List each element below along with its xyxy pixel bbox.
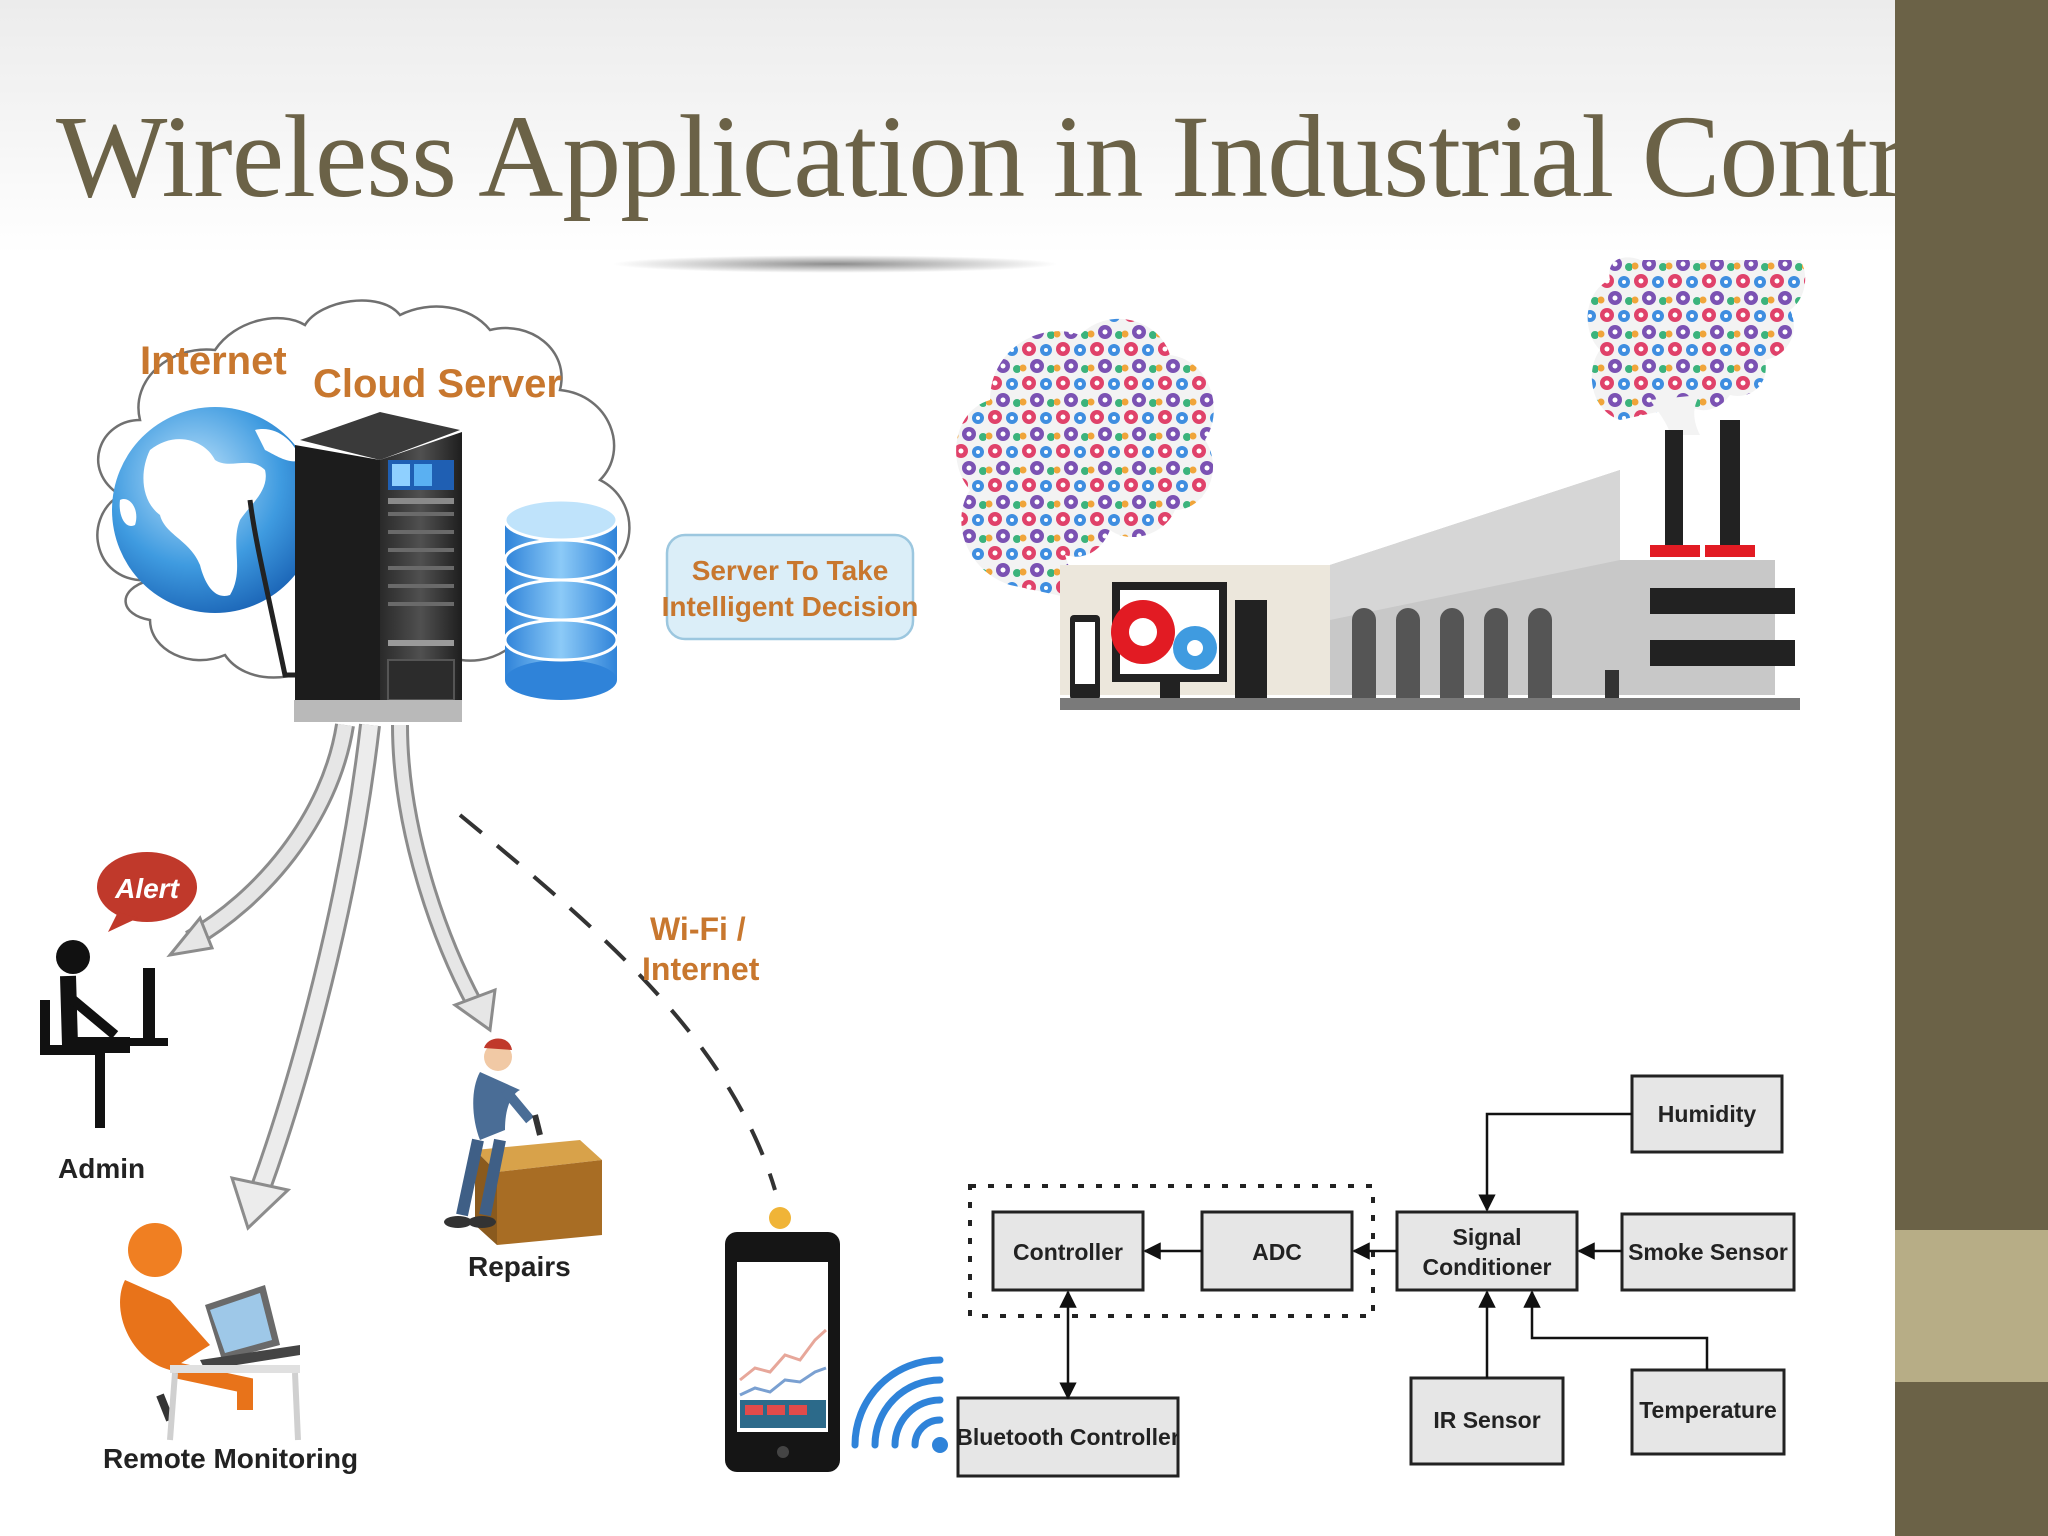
remote-monitoring-icon bbox=[120, 1223, 301, 1441]
block-connectors bbox=[1059, 1112, 1709, 1400]
wifi-dashed-link bbox=[458, 813, 777, 1191]
remote-monitoring-label: Remote Monitoring bbox=[103, 1443, 358, 1474]
block-adc-label: ADC bbox=[1252, 1239, 1302, 1265]
cloud-server-icon bbox=[294, 412, 462, 722]
title-band bbox=[0, 0, 1895, 255]
block-signal-label-line2: Conditioner bbox=[1422, 1254, 1551, 1280]
server-to-remote-arrow bbox=[229, 723, 381, 1231]
block-signal-conditioner: Signal Conditioner bbox=[1395, 1210, 1579, 1292]
decision-callout: Server To Take Intelligent Decision bbox=[662, 533, 919, 641]
block-temperature-label: Temperature bbox=[1639, 1397, 1777, 1423]
repairs-label: Repairs bbox=[468, 1251, 571, 1282]
block-ir-label: IR Sensor bbox=[1433, 1407, 1540, 1433]
side-accent bbox=[1895, 1230, 2048, 1382]
internet-label: Internet bbox=[140, 339, 287, 383]
server-to-repairs-arrow bbox=[391, 724, 497, 1033]
block-smoke-label: Smoke Sensor bbox=[1628, 1239, 1788, 1265]
alert-label: Alert bbox=[114, 873, 180, 904]
phone-link-dot bbox=[769, 1207, 791, 1229]
block-smoke-sensor: Smoke Sensor bbox=[1620, 1212, 1796, 1292]
alert-icon: Alert bbox=[97, 852, 197, 932]
diagram: Internet Cloud Server bbox=[40, 257, 1806, 1478]
block-controller-label: Controller bbox=[1013, 1239, 1123, 1265]
block-temperature: Temperature bbox=[1630, 1368, 1786, 1456]
decision-label-line1: Server To Take bbox=[692, 555, 889, 586]
admin-icon bbox=[40, 940, 168, 1128]
block-humidity-label: Humidity bbox=[1658, 1101, 1757, 1127]
factory-icon bbox=[956, 257, 1806, 710]
server-to-admin-arrow bbox=[166, 723, 355, 958]
repair-worker-icon bbox=[444, 1038, 602, 1245]
smartphone-icon bbox=[725, 1232, 840, 1472]
globe-icon bbox=[112, 407, 318, 678]
wireless-signal-icon bbox=[851, 1356, 948, 1453]
database-icon bbox=[503, 498, 619, 700]
wifi-label-line1: Wi-Fi / bbox=[650, 911, 746, 947]
block-bluetooth-label: Bluetooth Controller bbox=[956, 1424, 1180, 1450]
admin-label: Admin bbox=[58, 1153, 145, 1184]
block-humidity: Humidity bbox=[1630, 1074, 1784, 1154]
title-shadow bbox=[610, 255, 1060, 273]
slide-title: Wireless Application in Industrial Contr… bbox=[56, 91, 1996, 222]
decision-label-line2: Intelligent Decision bbox=[662, 591, 919, 622]
wifi-label-line2: Internet bbox=[642, 951, 760, 987]
block-signal-label-line1: Signal bbox=[1452, 1224, 1521, 1250]
block-bluetooth-controller: Bluetooth Controller bbox=[956, 1396, 1180, 1478]
block-adc: ADC bbox=[1200, 1210, 1354, 1292]
cloud-server-label: Cloud Server bbox=[313, 362, 562, 406]
block-controller: Controller bbox=[991, 1210, 1145, 1292]
block-ir-sensor: IR Sensor bbox=[1409, 1376, 1565, 1466]
